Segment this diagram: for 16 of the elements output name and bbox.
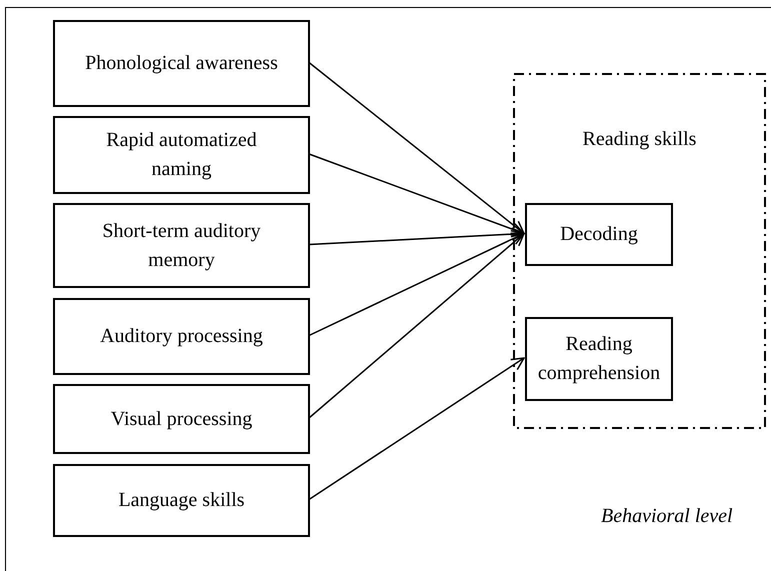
process-box: Reading comprehension — [525, 317, 673, 401]
level-label: Behavioral level — [601, 505, 733, 528]
outer-frame — [5, 7, 771, 571]
process-box: Auditory processing — [53, 298, 310, 375]
arrow — [308, 153, 525, 236]
arrow — [308, 62, 525, 234]
process-box: Phonological awareness — [53, 20, 310, 107]
group-heading: Reading skills — [582, 128, 698, 151]
process-box: Short-term auditory memory — [53, 203, 310, 288]
process-box: Language skills — [53, 464, 310, 537]
process-box: Visual processing — [53, 384, 310, 454]
arrow — [308, 232, 525, 336]
arrow — [308, 232, 525, 419]
process-box: Decoding — [525, 203, 673, 266]
arrow — [308, 357, 525, 500]
process-box: Rapid automatized naming — [53, 116, 310, 194]
